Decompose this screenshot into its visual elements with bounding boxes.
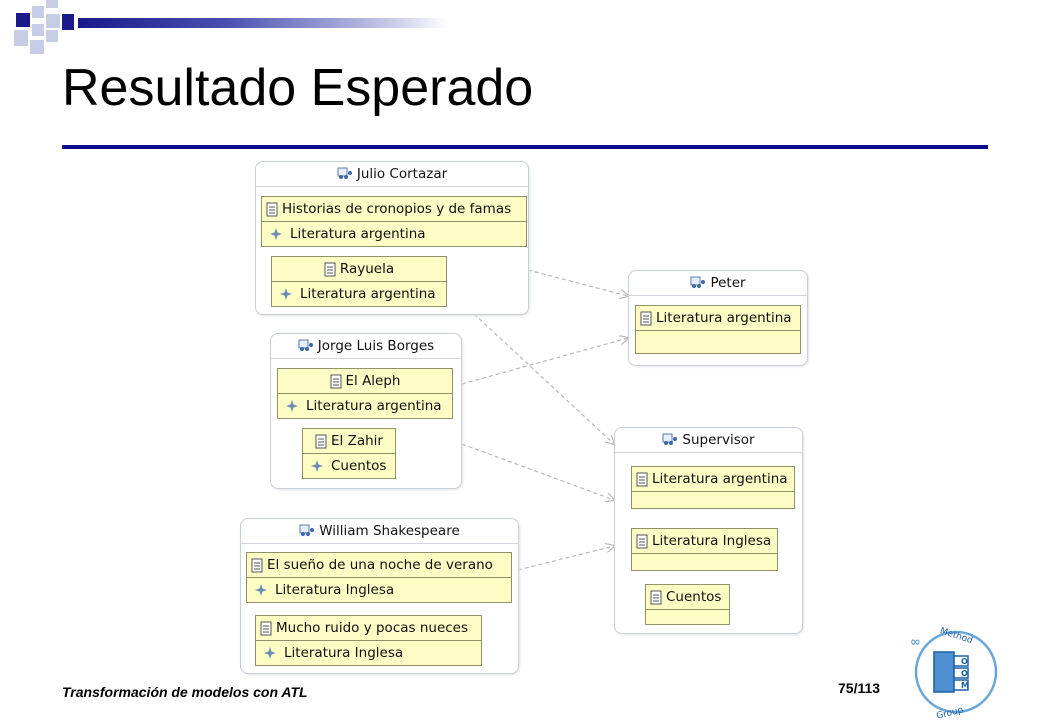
genre-node[interactable]: Literatura argentina — [635, 305, 801, 354]
book-node[interactable]: El sueño de una noche de verano Literatu… — [246, 552, 512, 603]
title-underline — [62, 145, 988, 149]
genre-node[interactable]: Cuentos — [645, 584, 730, 625]
reader-name: Peter — [710, 275, 746, 291]
document-icon — [650, 590, 662, 604]
header-divider — [241, 543, 518, 544]
deco-square — [30, 40, 44, 54]
logo-letter: M — [961, 681, 969, 690]
link-cortazar-peter — [527, 269, 628, 296]
logo-text-top: Method — [939, 626, 974, 646]
genre-label: Literatura Inglesa — [652, 533, 772, 549]
header-divider — [615, 452, 802, 453]
object-icon — [662, 433, 678, 445]
book-title: El Aleph — [345, 373, 401, 389]
attribute-icon — [264, 647, 276, 659]
object-icon — [690, 276, 706, 288]
header-divider — [256, 186, 528, 187]
node-header: Jorge Luis Borges — [271, 338, 461, 354]
deco-square — [46, 30, 58, 42]
attribute-icon — [286, 400, 298, 412]
node-header: Supervisor — [615, 432, 802, 448]
book-node[interactable]: Historias de cronopios y de famas Litera… — [261, 196, 527, 247]
object-icon — [298, 339, 313, 351]
attribute-icon — [311, 460, 323, 472]
header-divider — [629, 295, 807, 296]
book-title: El Zahir — [331, 433, 383, 449]
link-shakespeare-supervisor — [517, 546, 614, 571]
reader-name: Supervisor — [682, 432, 755, 448]
logo-letter: O — [961, 669, 968, 678]
header-gradient-bar — [78, 18, 448, 28]
slide-title: Resultado Esperado — [62, 59, 534, 117]
link-borges-peter — [461, 338, 628, 385]
attribute-icon — [270, 228, 282, 240]
footer-course-title: Transformación de modelos con ATL — [62, 684, 308, 700]
empty-compartment — [632, 553, 777, 570]
genre-node[interactable]: Literatura argentina — [631, 466, 795, 509]
deco-square — [46, 14, 60, 28]
attribute-icon — [255, 584, 267, 596]
link-cortazar-supervisor — [473, 313, 614, 444]
object-icon — [299, 524, 315, 536]
document-icon — [330, 374, 341, 388]
document-icon — [266, 202, 278, 216]
empty-compartment — [646, 609, 729, 624]
author-name: Julio Cortazar — [356, 166, 448, 182]
oo-method-logo: O O M Method Group ∞ — [910, 626, 998, 718]
book-title: Mucho ruido y pocas nueces — [276, 620, 469, 636]
document-icon — [324, 262, 336, 276]
genre-label: Literatura argentina — [656, 310, 792, 326]
book-genre: Literatura Inglesa — [284, 645, 404, 661]
deco-square — [46, 0, 58, 8]
deco-square — [32, 24, 44, 36]
deco-square — [62, 14, 74, 30]
header-divider — [271, 358, 461, 359]
document-icon — [636, 472, 648, 486]
empty-compartment — [636, 330, 800, 353]
book-genre: Literatura Inglesa — [275, 582, 395, 598]
footer-page-number: 75/113 — [838, 680, 881, 696]
author-node-borges[interactable]: Jorge Luis Borges El Aleph Literatura ar… — [270, 333, 462, 489]
book-node[interactable]: Rayuela Literatura argentina — [271, 256, 447, 307]
book-title: Rayuela — [339, 261, 395, 277]
book-genre: Literatura argentina — [300, 286, 436, 302]
author-name: William Shakespeare — [319, 523, 460, 539]
document-icon — [315, 434, 327, 448]
infinity-icon: ∞ — [910, 635, 921, 650]
document-icon — [251, 558, 263, 572]
book-node[interactable]: Mucho ruido y pocas nueces Literatura In… — [255, 615, 482, 666]
reader-node-supervisor[interactable]: Supervisor Literatura argentina Literatu… — [614, 427, 803, 634]
reader-node-peter[interactable]: Peter Literatura argentina — [628, 270, 808, 366]
node-header: Julio Cortazar — [256, 166, 528, 182]
link-borges-supervisor — [461, 443, 614, 500]
empty-compartment — [632, 491, 794, 508]
author-node-shakespeare[interactable]: William Shakespeare El sueño de una noch… — [240, 518, 519, 674]
deco-square — [16, 13, 30, 27]
genre-label: Cuentos — [666, 589, 722, 605]
node-header: Peter — [629, 275, 807, 291]
book-node[interactable]: El Zahir Cuentos — [302, 428, 396, 479]
genre-node[interactable]: Literatura Inglesa — [631, 528, 778, 571]
book-node[interactable]: El Aleph Literatura argentina — [277, 368, 453, 419]
deco-square — [14, 30, 28, 46]
document-icon — [260, 621, 272, 635]
document-icon — [640, 311, 652, 325]
author-node-cortazar[interactable]: Julio Cortazar Historias de cronopios y … — [255, 161, 529, 315]
book-title: Historias de cronopios y de famas — [282, 201, 512, 217]
book-genre: Literatura argentina — [306, 398, 442, 414]
deco-square — [32, 6, 44, 18]
genre-label: Literatura argentina — [652, 471, 788, 487]
document-icon — [636, 534, 648, 548]
book-title: El sueño de una noche de verano — [267, 557, 493, 573]
book-genre: Cuentos — [331, 458, 387, 474]
attribute-icon — [280, 288, 292, 300]
node-header: William Shakespeare — [241, 523, 518, 539]
author-name: Jorge Luis Borges — [317, 338, 435, 354]
object-icon — [337, 167, 352, 179]
book-genre: Literatura argentina — [290, 226, 426, 242]
logo-letter: O — [961, 657, 968, 666]
